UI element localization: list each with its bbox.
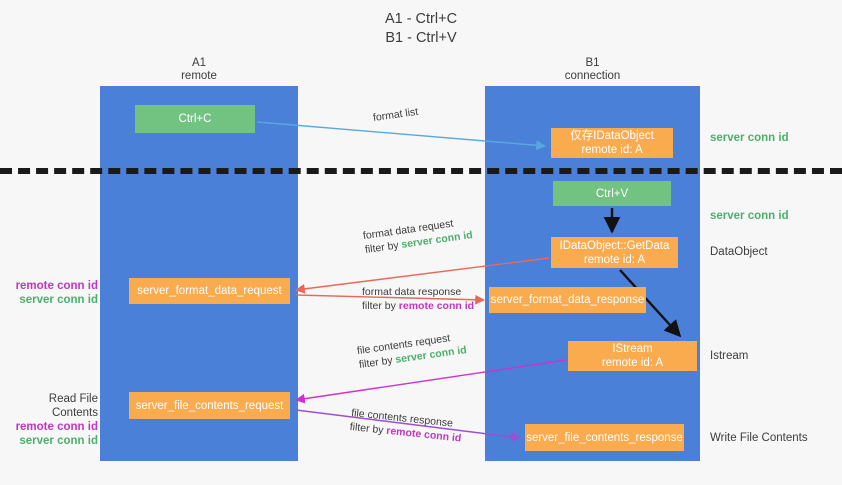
box-ctrl-c[interactable]: Ctrl+C (135, 105, 255, 133)
box-istream-remote-id: remote id: A (601, 357, 664, 369)
left-server-conn-id-2: server conn id (19, 435, 98, 447)
divider-dashed-line (0, 168, 842, 174)
box-getdata[interactable]: IDataObject::GetData remote id: A (551, 237, 678, 268)
left-label-conn-ids-1: remote conn id server conn id (10, 279, 98, 307)
box-getdata-remote-id: remote id: A (583, 253, 646, 266)
lane-b1-sub: connection (564, 70, 621, 82)
left-remote-conn-id-2: remote conn id (15, 421, 98, 433)
box-server-file-contents-response-label: server_file_contents_response (526, 431, 683, 444)
page-title: A1 - Ctrl+C B1 - Ctrl+V (0, 10, 842, 48)
box-idataobject[interactable]: 仅存IDataObject remote id: A (551, 128, 673, 158)
lane-b1-name: B1 (585, 57, 600, 69)
right-label-write-file-contents: Write File Contents (710, 432, 808, 444)
box-server-format-data-response[interactable]: server_format_data_response (489, 287, 646, 313)
right-label-server-conn-id-2: server conn id (710, 210, 789, 222)
left-label-read-file-contents-group: Read File Contents remote conn id server… (10, 392, 98, 448)
box-ctrl-v[interactable]: Ctrl+V (553, 181, 671, 206)
box-server-file-contents-request-label: server_file_contents_request (135, 399, 284, 412)
left-server-conn-id-1: server conn id (19, 294, 98, 306)
box-server-format-data-request[interactable]: server_format_data_request (129, 278, 290, 304)
right-label-dataobject: DataObject (710, 246, 768, 258)
title-line-2: B1 - Ctrl+V (385, 30, 457, 46)
lane-header-b1: B1 connection (485, 57, 700, 83)
left-remote-conn-id-1: remote conn id (15, 280, 98, 292)
lane-header-a1: A1 remote (100, 57, 298, 83)
box-istream-title: IStream (612, 343, 653, 355)
box-idataobject-remote-id: remote id: A (581, 144, 643, 156)
right-label-server-conn-id-1: server conn id (710, 132, 789, 144)
box-getdata-title: IDataObject::GetData (559, 239, 670, 252)
box-ctrl-c-label: Ctrl+C (178, 113, 212, 125)
box-server-file-contents-request[interactable]: server_file_contents_request (129, 392, 290, 419)
lane-a1-sub: remote (181, 70, 217, 82)
box-istream[interactable]: IStream remote id: A (568, 341, 697, 371)
right-label-istream: Istream (710, 350, 749, 362)
title-line-1: A1 - Ctrl+C (384, 11, 458, 27)
box-server-format-data-response-label: server_format_data_response (490, 294, 645, 306)
left-read-file-contents: Read File Contents (48, 393, 98, 419)
box-ctrl-v-label: Ctrl+V (595, 187, 629, 200)
box-idataobject-title: 仅存IDataObject (570, 130, 654, 142)
edge-label-format-data-response: format data response filter by remote co… (362, 286, 475, 312)
box-server-file-contents-response[interactable]: server_file_contents_response (525, 424, 684, 451)
lane-a1-name: A1 (191, 57, 207, 69)
box-server-format-data-request-label: server_format_data_request (137, 285, 282, 297)
